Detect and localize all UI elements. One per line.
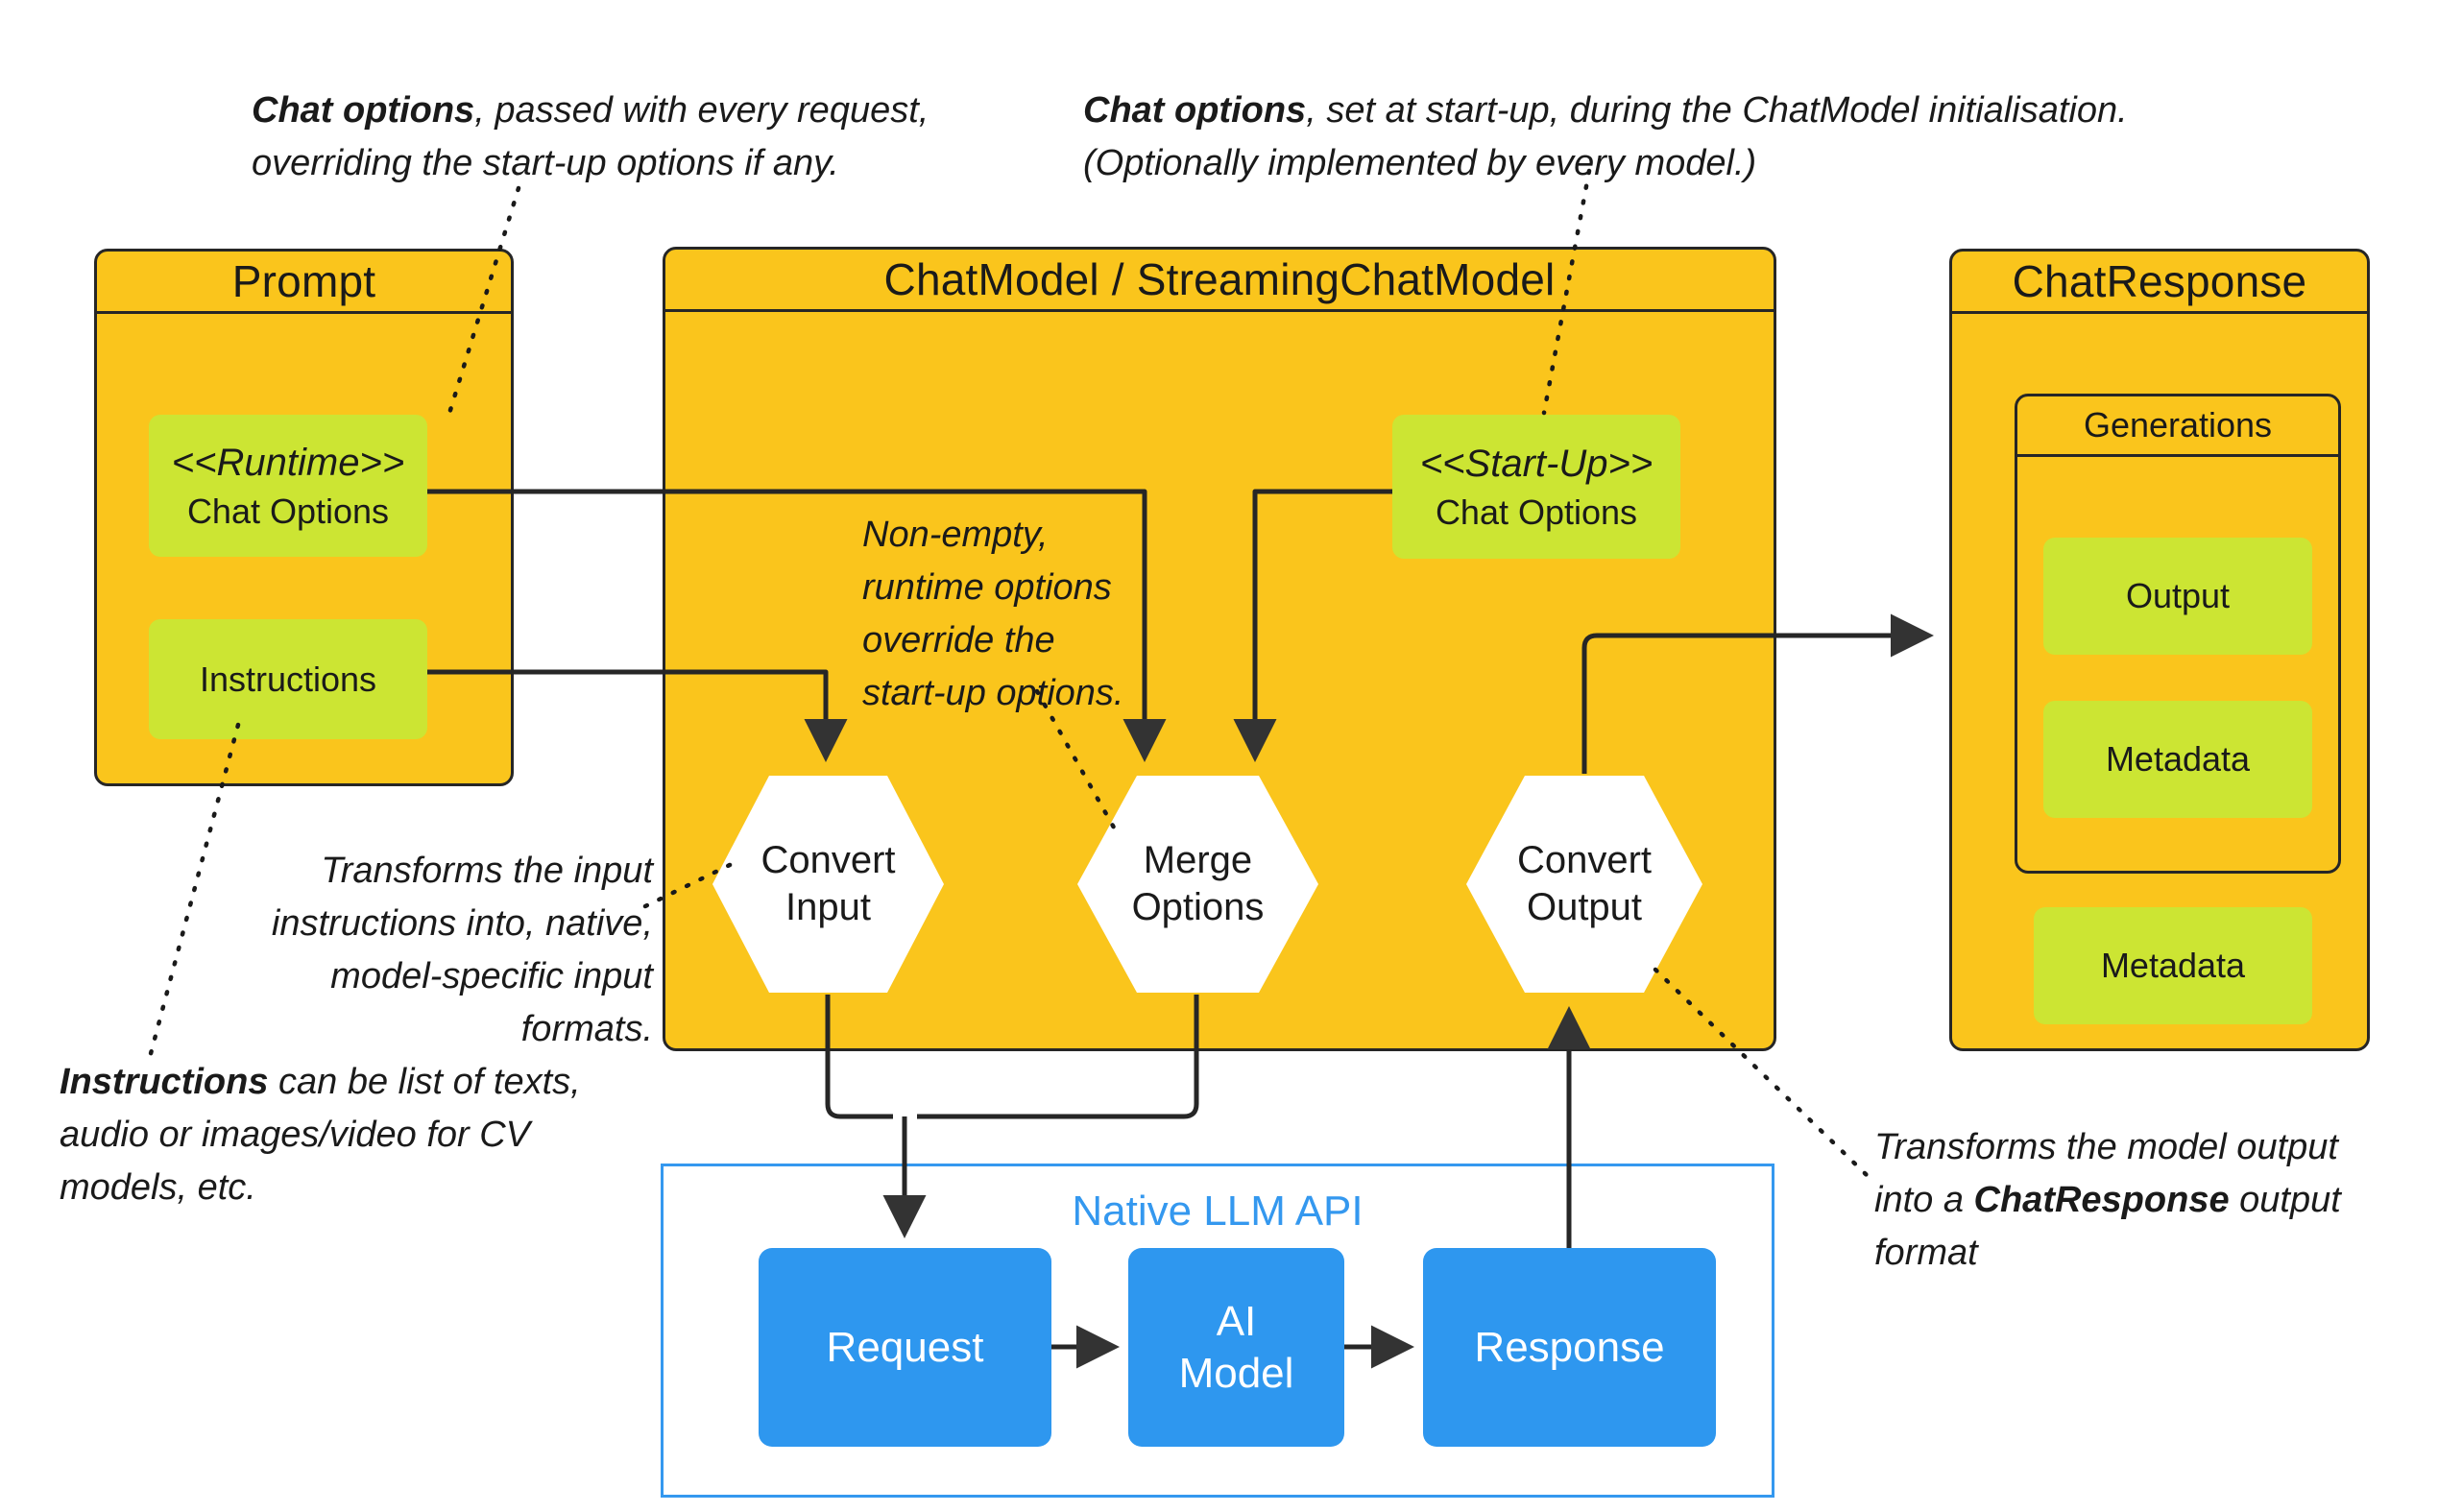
- merge-annotation: Non-empty, runtime options override the …: [862, 509, 1150, 720]
- runtime-annotation-line2: overriding the start-up options if any.: [252, 143, 839, 184]
- convert-input-line1: Convert: [760, 839, 896, 882]
- prompt-box-header: Prompt: [97, 252, 511, 314]
- response-metadata-chip[interactable]: Metadata: [2034, 907, 2312, 1024]
- native-llm-api-title: Native LLM API: [1072, 1188, 1364, 1235]
- instructions-annotation-bold: Instructions: [60, 1062, 269, 1102]
- convert-output-line2: Output: [1526, 886, 1643, 928]
- runtime-annotation-bold: Chat options: [252, 90, 475, 131]
- generations-metadata-chip[interactable]: Metadata: [2043, 701, 2312, 818]
- generations-header: Generations: [2017, 396, 2338, 457]
- ai-model-line2: Model: [1178, 1349, 1294, 1397]
- merge-annotation-line2: runtime options: [862, 567, 1112, 609]
- convert-output-annotation-line2-pre: into a: [1874, 1180, 1974, 1221]
- merge-options-hexagon[interactable]: Merge Options: [1075, 774, 1320, 995]
- convert-output-line1: Convert: [1516, 839, 1653, 882]
- ai-model-box[interactable]: AI Model: [1128, 1248, 1344, 1447]
- runtime-annotation-rest: , passed with every request,: [474, 90, 929, 131]
- chatresponse-box-header: ChatResponse: [1952, 252, 2367, 314]
- startup-annotation-rest: , set at start-up, during the ChatModel …: [1306, 90, 2128, 131]
- instructions-annotation: Instructions can be list of texts, audio…: [60, 1056, 616, 1214]
- merge-options-line1: Merge: [1143, 839, 1253, 882]
- request-box[interactable]: Request: [759, 1248, 1051, 1447]
- response-box[interactable]: Response: [1423, 1248, 1716, 1447]
- runtime-annotation: Chat options, passed with every request,…: [252, 84, 943, 190]
- generations-container: Generations: [2015, 394, 2341, 874]
- runtime-stereotype: <<Runtime>>: [171, 441, 405, 484]
- convert-output-hexagon[interactable]: Convert Output: [1464, 774, 1704, 995]
- instructions-label: Instructions: [199, 659, 377, 699]
- startup-annotation-bold: Chat options: [1083, 90, 1307, 131]
- output-chip[interactable]: Output: [2043, 538, 2312, 655]
- convert-input-annotation: Transforms the input instructions into, …: [230, 845, 653, 1056]
- merge-annotation-line4: start-up options.: [862, 673, 1124, 714]
- instructions-annotation-rest: can be list of texts,: [268, 1062, 581, 1102]
- prompt-box-title: Prompt: [231, 256, 376, 306]
- convert-input-annotation-line2: instructions into, native,: [271, 903, 653, 945]
- startup-annotation-line2: (Optionally implemented by every model.): [1083, 143, 1757, 184]
- merge-annotation-line1: Non-empty,: [862, 515, 1049, 555]
- convert-output-annotation-line2-post: output: [2229, 1180, 2341, 1221]
- runtime-chat-options-chip[interactable]: <<Runtime>> Chat Options: [149, 415, 427, 557]
- startup-annotation: Chat options, set at start-up, during th…: [1083, 84, 2159, 190]
- convert-output-annotation-line2-bold: ChatResponse: [1973, 1180, 2230, 1221]
- generations-title: Generations: [2083, 405, 2273, 444]
- convert-input-line2: Input: [785, 886, 871, 928]
- generations-metadata-label: Metadata: [2105, 739, 2251, 780]
- chatmodel-box-header: ChatModel / StreamingChatModel: [665, 250, 1774, 312]
- runtime-chat-options-label: Chat Options: [186, 491, 390, 531]
- convert-output-annotation: Transforms the model output into a ChatR…: [1874, 1121, 2412, 1280]
- merge-options-line2: Options: [1131, 886, 1265, 928]
- merge-annotation-line3: override the: [862, 620, 1055, 661]
- convert-input-annotation-line1: Transforms the input: [321, 851, 653, 891]
- response-metadata-label: Metadata: [2100, 946, 2246, 986]
- instructions-chip[interactable]: Instructions: [149, 619, 427, 739]
- instructions-annotation-line2: audio or images/video for CV: [60, 1115, 531, 1156]
- convert-input-hexagon[interactable]: Convert Input: [711, 774, 946, 995]
- instructions-annotation-line3: models, etc.: [60, 1167, 256, 1209]
- request-label: Request: [826, 1323, 984, 1371]
- startup-chat-options-chip[interactable]: <<Start-Up>> Chat Options: [1392, 415, 1680, 559]
- output-label: Output: [2125, 576, 2231, 616]
- ai-model-line1: AI: [1216, 1297, 1257, 1345]
- convert-input-annotation-line3: model-specific input formats.: [330, 956, 653, 1050]
- startup-stereotype: <<Start-Up>>: [1419, 442, 1653, 485]
- convert-output-annotation-line3: format: [1874, 1233, 1978, 1274]
- chatresponse-box-title: ChatResponse: [2012, 256, 2307, 306]
- startup-chat-options-label: Chat Options: [1435, 492, 1638, 532]
- chatmodel-box-title: ChatModel / StreamingChatModel: [883, 254, 1556, 304]
- response-label: Response: [1474, 1323, 1665, 1371]
- convert-output-annotation-line1: Transforms the model output: [1874, 1127, 2338, 1167]
